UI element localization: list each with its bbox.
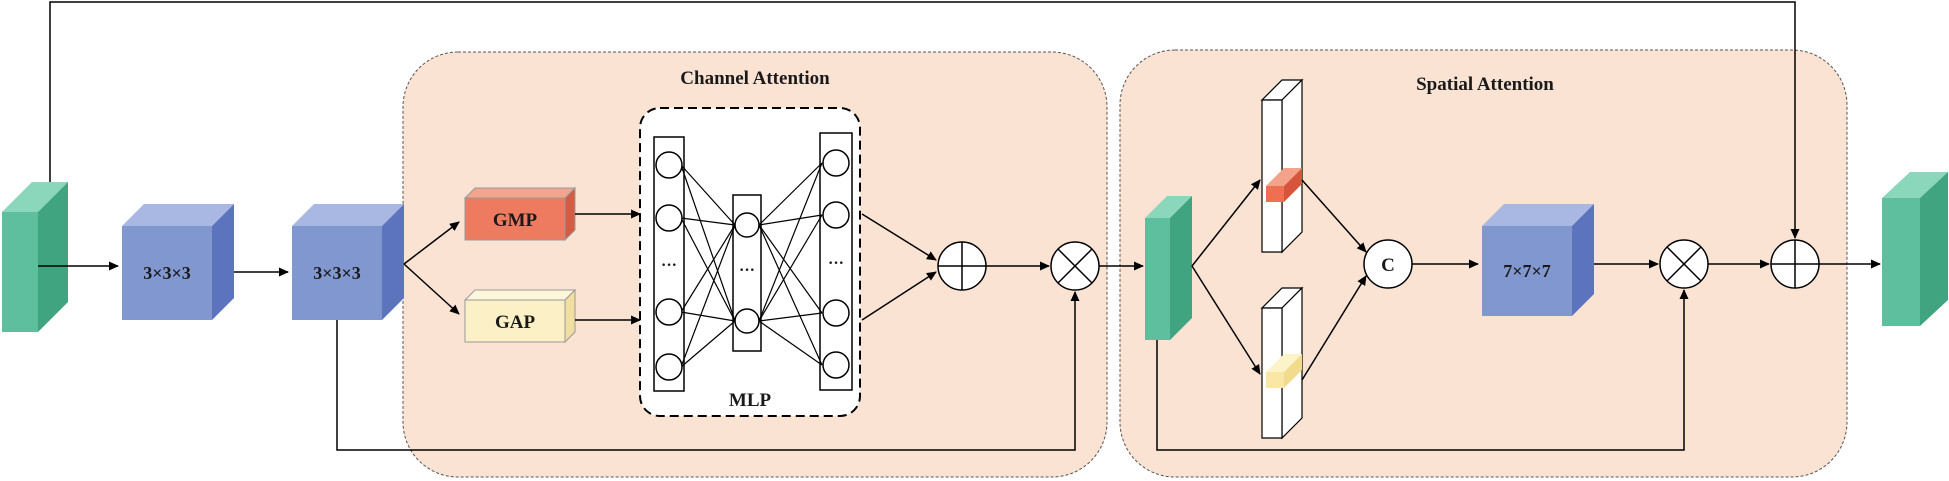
mlp-output-node <box>822 351 850 379</box>
gmp-block: GMP <box>463 186 577 242</box>
spatial-max-slab <box>1260 78 1304 254</box>
mlp-output-ellipsis: ··· <box>828 255 844 272</box>
arrow-conv2-to-gmp <box>403 221 460 265</box>
channel-multiply-operator <box>1050 241 1100 291</box>
conv-block-1-label: 3×3×3 <box>143 263 191 283</box>
mlp-block: ··· ··· ··· MLP <box>639 107 861 417</box>
spatial-avg-slab <box>1260 286 1304 440</box>
residual-add-operator <box>1770 239 1820 289</box>
gmp-label: GMP <box>493 210 538 231</box>
arrow-residual-skip <box>49 1 1800 239</box>
arrow-feature-to-avg-slab <box>1191 265 1261 375</box>
conv-block-2-label: 3×3×3 <box>313 263 361 283</box>
arrow-mlp-to-add-bottom <box>861 271 937 321</box>
mlp-input-node <box>655 298 683 326</box>
channel-add-operator <box>937 241 987 291</box>
gap-block: GAP <box>463 288 577 344</box>
mlp-hidden-node <box>734 212 760 238</box>
output-feature-map <box>1882 172 1948 326</box>
gap-label: GAP <box>495 312 536 333</box>
spatial-conv-block: 7×7×7 <box>1482 204 1594 316</box>
conv-block-1: 3×3×3 <box>122 204 234 320</box>
arrow-conv2-skip-to-multiply <box>336 291 1080 451</box>
spatial-conv-label: 7×7×7 <box>1503 261 1551 281</box>
mlp-hidden-ellipsis: ··· <box>739 262 755 279</box>
spatial-attention-title: Spatial Attention <box>1416 74 1554 95</box>
arrow-mlp-to-add-top <box>861 213 937 261</box>
arrow-max-slab-to-concat <box>1301 179 1367 253</box>
mlp-output-node <box>822 299 850 327</box>
arrow-avg-slab-to-concat <box>1301 275 1367 381</box>
concat-label: C <box>1381 255 1395 276</box>
arrow-feature-skip-to-multiply <box>1156 289 1689 451</box>
mlp-label: MLP <box>729 390 772 411</box>
arrow-feature-to-max-slab <box>1191 179 1261 267</box>
mlp-input-ellipsis: ··· <box>661 257 677 274</box>
conv-block-2: 3×3×3 <box>292 204 404 320</box>
mlp-output-node <box>822 149 850 177</box>
connectors <box>38 1 1881 451</box>
channel-attention-title: Channel Attention <box>680 68 830 89</box>
mlp-hidden-node <box>734 308 760 334</box>
spatial-multiply-operator <box>1659 239 1709 289</box>
intermediate-feature-map <box>1145 196 1192 340</box>
concat-operator: C <box>1363 239 1413 289</box>
mlp-input-node <box>655 204 683 232</box>
mlp-input-layer <box>653 136 685 392</box>
input-feature-map <box>2 182 68 332</box>
mlp-input-node <box>655 353 683 381</box>
arrow-conv2-to-gap <box>403 263 460 315</box>
mlp-input-node <box>655 151 683 179</box>
mlp-output-node <box>822 201 850 229</box>
